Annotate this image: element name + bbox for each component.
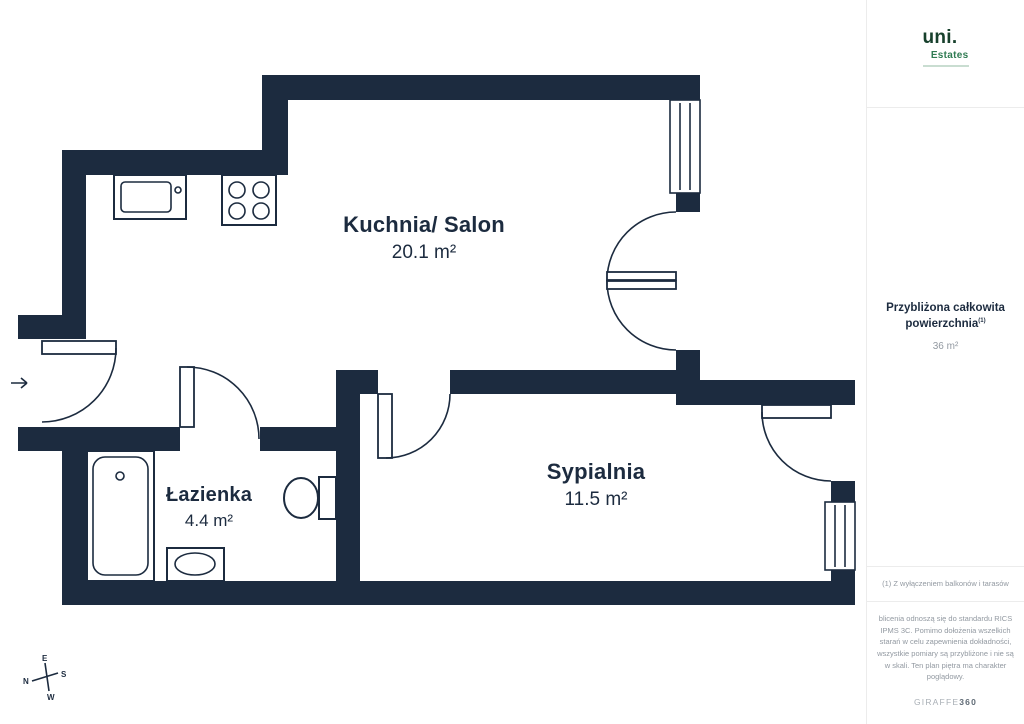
total-area-label-line2: powierzchnia xyxy=(905,318,979,331)
toilet xyxy=(283,476,337,520)
wall-segment xyxy=(676,193,700,212)
logo-estates-text: Estates xyxy=(930,50,969,61)
room-name: Łazienka xyxy=(165,484,253,506)
room-area: 4.4 m² xyxy=(184,511,234,530)
wall-segment xyxy=(262,75,700,100)
sidebar-divider xyxy=(867,601,1024,602)
kitchen-window xyxy=(669,99,701,194)
room-label-kuchnia-salon: Kuchnia/ Salon 20.1 m² xyxy=(343,212,505,264)
compass-n: N xyxy=(23,677,29,686)
logo-tagline-line xyxy=(922,65,969,67)
sink-basin xyxy=(120,181,172,213)
wall-segment xyxy=(450,370,700,394)
wall-segment xyxy=(62,175,86,315)
kitchen-sink xyxy=(113,174,187,220)
burner xyxy=(252,202,270,220)
brand-suffix: 360 xyxy=(959,697,978,707)
footnote-marker: (1) xyxy=(978,318,986,325)
room-label-sypialnia: Sypialnia 11.5 m² xyxy=(547,459,645,511)
wall-segment xyxy=(260,427,336,451)
bedroom-door xyxy=(377,393,451,459)
total-area-label: Przybliżona całkowita powierzchnia(1) xyxy=(875,300,1016,332)
compass-w: W xyxy=(47,693,55,702)
disclaimer-text: blicenia odnoszą się do standardu RICS I… xyxy=(877,614,1014,682)
burner xyxy=(228,202,246,220)
wall-segment xyxy=(62,427,180,451)
compass-axis-ew xyxy=(44,662,50,692)
sidebar-divider xyxy=(867,107,1024,108)
footnote-text: (1) Z wyłączeniem balkonów i tarasów xyxy=(882,579,1009,588)
door-swing-arc xyxy=(606,280,677,351)
wall-segment xyxy=(18,315,86,339)
entrance-arrow xyxy=(11,377,28,389)
drain xyxy=(115,471,125,481)
window-frame xyxy=(824,501,856,571)
floor-plan: E N S W Kuchnia/ Salon 20.1 m² Łazienka … xyxy=(11,75,856,702)
toilet-bowl xyxy=(283,477,319,519)
compass-axis-ns xyxy=(31,672,59,682)
uni-estates-logo: uni. Estates xyxy=(922,27,969,67)
wall-segment xyxy=(831,570,855,605)
bathtub-basin xyxy=(92,456,149,576)
door-leaf xyxy=(606,271,677,281)
bathroom-sink xyxy=(166,547,225,582)
door-leaf xyxy=(179,366,195,428)
faucet xyxy=(174,186,182,194)
basin xyxy=(174,552,216,576)
burner xyxy=(252,181,270,199)
window-frame xyxy=(669,99,701,194)
room-label-lazienka: Łazienka 4.4 m² xyxy=(166,484,252,531)
room-area: 11.5 m² xyxy=(564,489,628,510)
total-area-label-line1: Przybliżona całkowita xyxy=(886,302,1005,314)
wall-segment xyxy=(831,481,855,502)
entry-door xyxy=(41,340,117,423)
door-swing-arc xyxy=(41,347,117,423)
burner xyxy=(228,181,246,199)
giraffe360-brand: GIRAFFE360 xyxy=(867,697,1024,707)
walls xyxy=(18,75,855,605)
compass-s: S xyxy=(61,670,67,679)
bedroom-balcony-door xyxy=(761,404,832,482)
wall-segment xyxy=(62,150,288,175)
wall-segment xyxy=(676,380,855,405)
stove-body xyxy=(221,174,277,226)
door-leaf xyxy=(761,404,832,419)
door-swing-arc xyxy=(606,211,677,282)
toilet-tank xyxy=(318,476,337,520)
wall-segment xyxy=(62,581,855,605)
stove xyxy=(221,174,277,226)
wall-segment xyxy=(336,370,360,605)
room-area: 20.1 m² xyxy=(391,242,457,263)
room-name: Sypialnia xyxy=(546,459,646,484)
door-leaf xyxy=(377,393,393,459)
wall-segment xyxy=(62,451,86,605)
floor-plan-drawing: E N S W xyxy=(11,75,856,702)
info-sidebar: uni. Estates Przybliżona całkowita powie… xyxy=(866,0,1024,724)
sidebar-divider xyxy=(867,566,1024,567)
door-leaf xyxy=(606,280,677,290)
logo-uni-text: uni. xyxy=(922,27,958,48)
door-leaf xyxy=(41,340,117,355)
bathtub xyxy=(86,450,155,582)
bathroom-door xyxy=(179,366,260,440)
bedroom-window xyxy=(824,501,856,571)
wall-segment xyxy=(336,370,378,394)
total-area-block: Przybliżona całkowita powierzchnia(1) 36… xyxy=(875,300,1016,352)
brand-name: GIRAFFE xyxy=(913,697,960,707)
compass-e: E xyxy=(42,654,48,663)
door-swing-arc xyxy=(385,393,451,459)
total-area-value: 36 m² xyxy=(932,341,959,353)
door-swing-arc xyxy=(186,366,260,440)
door-swing-arc xyxy=(761,411,832,482)
balcony-double-door xyxy=(606,211,677,351)
compass-rose: E N S W xyxy=(23,654,67,702)
room-name: Kuchnia/ Salon xyxy=(343,212,505,237)
